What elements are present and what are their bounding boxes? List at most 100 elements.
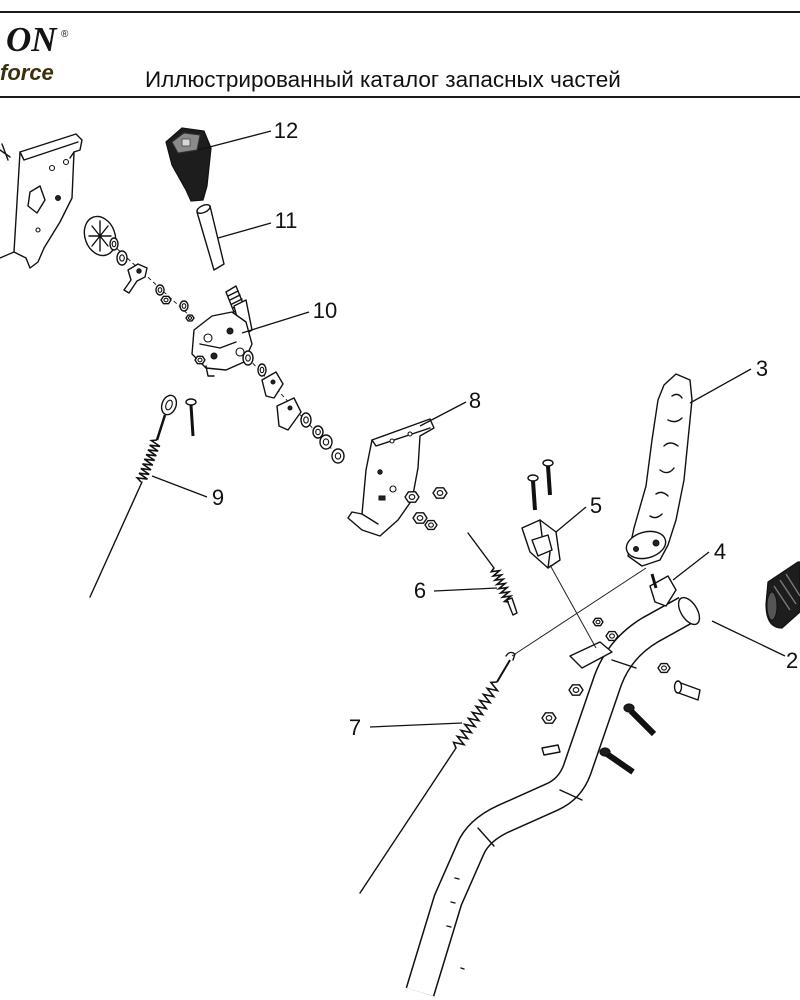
plate-body xyxy=(347,418,435,537)
washer-hole xyxy=(181,303,187,309)
bolt xyxy=(527,474,539,511)
washer-hole xyxy=(315,428,321,436)
callout-7: 7 xyxy=(349,715,361,740)
screw-shank xyxy=(189,404,195,437)
leader-line-6 xyxy=(433,587,498,592)
lever-link xyxy=(261,371,284,399)
callout-labels: 12 11 10 9 8 3 5 4 6 2 7 xyxy=(212,118,798,740)
nut-hole xyxy=(661,665,667,671)
bolt-head xyxy=(527,474,539,482)
cable-rod xyxy=(155,414,167,441)
nut-hole xyxy=(163,297,169,303)
bolt xyxy=(623,703,657,737)
lever-link xyxy=(276,397,302,431)
callout-11: 11 xyxy=(275,208,298,233)
cable-eye-hole xyxy=(165,399,173,411)
bracket-cutout xyxy=(27,185,46,214)
washer-hole xyxy=(119,254,125,262)
bolt-shank xyxy=(531,480,537,511)
part-2-handlebar-tube xyxy=(405,596,701,997)
bracket-bolt-partial xyxy=(0,143,11,161)
bracket-plate xyxy=(13,133,83,269)
grip-end xyxy=(766,591,778,621)
nut-hole xyxy=(416,515,424,521)
bolt xyxy=(599,747,635,775)
callout-3: 3 xyxy=(756,356,768,381)
logo-wordmark: ON xyxy=(6,20,57,59)
cable-rod xyxy=(496,659,511,683)
part-7-cable xyxy=(359,651,516,894)
dowel-pin xyxy=(541,744,561,756)
cable-hook xyxy=(505,651,516,661)
lever-link-hole xyxy=(287,405,293,411)
callout-8: 8 xyxy=(469,388,481,413)
nut-hole xyxy=(408,494,416,500)
washer-hole xyxy=(322,438,330,446)
callout-4: 4 xyxy=(714,539,726,564)
nut-hole xyxy=(609,633,615,639)
screw xyxy=(185,398,197,437)
plate-slot xyxy=(378,495,386,501)
leader-line-3 xyxy=(689,368,752,404)
block-face xyxy=(531,534,553,557)
bolt-head xyxy=(623,703,635,713)
bolt-shank xyxy=(605,751,635,775)
leader-lines xyxy=(151,130,786,728)
leader-line-7 xyxy=(369,722,463,728)
bracket-hole xyxy=(48,164,56,172)
bolt xyxy=(673,680,701,701)
block-edge xyxy=(539,519,551,569)
part-12-knob xyxy=(165,127,212,202)
handle-grip xyxy=(765,561,800,629)
bracket-body xyxy=(649,575,677,607)
part-8-bracket-plate xyxy=(347,418,435,537)
bracket-hole xyxy=(55,195,61,201)
mechanism-hole xyxy=(203,333,213,343)
bolt-head xyxy=(599,747,611,757)
mechanism-hole xyxy=(226,327,234,335)
part-6-cable xyxy=(467,532,518,616)
washer-hole xyxy=(245,354,251,362)
leader-line-4 xyxy=(672,551,710,581)
coil-spring xyxy=(135,439,161,483)
leader-line-5 xyxy=(555,506,587,533)
leader-line-10 xyxy=(241,311,310,334)
tube-body xyxy=(407,598,693,996)
callout-9: 9 xyxy=(212,485,224,510)
nut-hole xyxy=(436,490,444,496)
part-3-handle xyxy=(625,373,693,567)
mechanism-hole xyxy=(235,347,245,357)
nut-hole xyxy=(545,715,553,721)
left-mounting-bracket xyxy=(0,133,83,269)
part-9-cable xyxy=(89,394,178,598)
callout-5: 5 xyxy=(590,493,602,518)
tube-bend-marks xyxy=(446,659,637,970)
registered-mark: ® xyxy=(61,29,69,40)
page-title: Иллюстрированный каталог запасных частей xyxy=(145,67,621,92)
cable-tip xyxy=(506,597,518,616)
bolt xyxy=(542,459,554,496)
washer-hole xyxy=(111,240,117,248)
disc-plate xyxy=(83,215,117,257)
bolt-head xyxy=(673,680,683,694)
bracket-screw xyxy=(650,573,658,589)
screw-head xyxy=(185,398,197,406)
logo-tagline: force xyxy=(0,60,54,85)
knurl-hatch xyxy=(227,290,244,309)
mechanism-detail xyxy=(199,341,237,377)
leader-line-2 xyxy=(711,620,786,657)
coil-spring xyxy=(452,681,500,749)
plate-hole xyxy=(377,469,383,475)
plate-hole xyxy=(407,431,413,437)
washer-hole xyxy=(303,416,309,424)
leader-line-8 xyxy=(419,401,467,427)
cable-wire xyxy=(89,481,143,598)
cable-wire xyxy=(467,532,495,569)
coil-spring xyxy=(489,567,514,603)
leader-line-12 xyxy=(197,130,272,151)
leader-line-11 xyxy=(217,222,272,239)
bracket-hole xyxy=(35,227,41,233)
plate-hole xyxy=(389,438,395,444)
tube-end xyxy=(677,596,701,626)
